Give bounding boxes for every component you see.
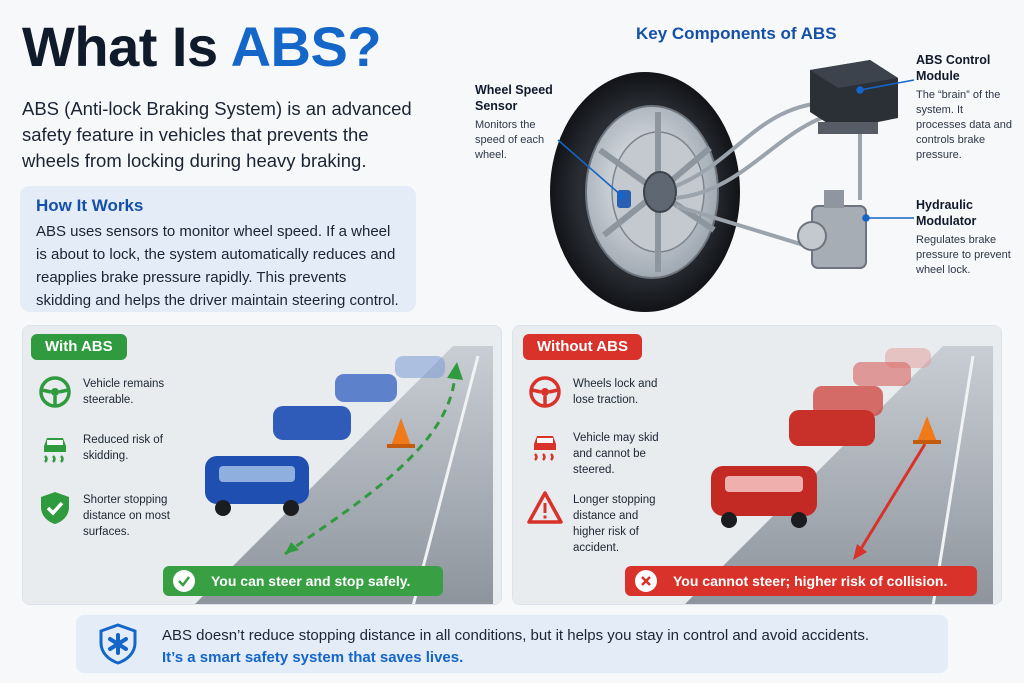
without-abs-result-text: You cannot steer; higher risk of collisi… — [673, 573, 948, 589]
shield-check-icon — [41, 492, 69, 524]
footer-line-1: ABS doesn’t reduce stopping distance in … — [162, 627, 870, 644]
without-abs-item-text: Wheels lock and lose traction. — [573, 378, 658, 406]
leader-lines — [557, 79, 915, 222]
with-abs-path-arrow — [284, 371, 457, 556]
control-module-label: ABS Control Module The “brain” of the sy… — [916, 52, 1016, 163]
how-it-works-box: How It Works ABS uses sensors to monitor… — [20, 186, 416, 312]
with-abs-result-text: You can steer and stop safely. — [211, 573, 411, 589]
footer-note: ABS doesn’t reduce stopping distance in … — [76, 615, 948, 673]
with-abs-cars — [205, 356, 445, 516]
cross-icon — [635, 570, 657, 592]
wheel-speed-sensor-name: Wheel Speed Sensor — [475, 83, 553, 113]
with-abs-panel: With ABS Vehicle remains steerable. Redu… — [22, 325, 502, 605]
car-skid-icon — [534, 436, 556, 461]
control-module-shape — [810, 60, 898, 134]
without-abs-label: Without ABS — [523, 334, 642, 360]
control-module-desc: The “brain” of the system. It processes … — [916, 89, 1013, 161]
wheel-speed-sensor-desc: Monitors the speed of each wheel. — [475, 119, 545, 161]
with-abs-result-banner: You can steer and stop safely. — [163, 566, 443, 596]
control-module-name: ABS Control Module — [916, 53, 991, 83]
hydraulic-modulator-desc: Regulates brake pressure to prevent whee… — [916, 234, 1011, 276]
without-abs-path-arrow — [857, 443, 927, 553]
without-abs-item-text: Longer stopping distance and higher risk… — [573, 494, 656, 554]
with-abs-item-text: Shorter stopping distance on most surfac… — [83, 494, 170, 538]
title-accent: ABS? — [230, 15, 382, 78]
without-abs-cars — [711, 348, 931, 528]
shield-star-icon — [99, 623, 137, 665]
car-skid-icon — [44, 438, 66, 463]
page-title: What Is ABS? — [22, 14, 382, 79]
without-abs-road-scene — [513, 326, 1001, 604]
how-it-works-title: How It Works — [36, 196, 144, 215]
footer-line-2: It’s a smart safety system that saves li… — [162, 649, 464, 666]
how-it-works-text: ABS uses sensors to monitor wheel speed.… — [36, 223, 399, 309]
abs-components-diagram — [550, 60, 915, 312]
traffic-cone — [391, 418, 411, 446]
hydraulic-modulator-shape — [797, 190, 867, 269]
with-abs-label: With ABS — [31, 334, 127, 360]
with-abs-road-scene — [23, 326, 501, 604]
warning-icon — [527, 491, 563, 524]
without-abs-panel: Without ABS Wheels lock and lose tractio… — [512, 325, 1002, 605]
hydraulic-modulator-label: Hydraulic Modulator Regulates brake pres… — [916, 197, 1016, 278]
check-icon — [173, 570, 195, 592]
with-abs-item-text: Reduced risk of skidding. — [83, 434, 163, 462]
hydraulic-modulator-name: Hydraulic Modulator — [916, 198, 977, 228]
components-title: Key Components of ABS — [636, 24, 837, 43]
steering-wheel-icon — [39, 376, 71, 408]
without-abs-item-text: Vehicle may skid and cannot be steered. — [573, 432, 659, 476]
without-abs-result-banner: You cannot steer; higher risk of collisi… — [625, 566, 977, 596]
traffic-cone — [917, 416, 937, 442]
steering-wheel-icon — [529, 376, 561, 408]
intro-text: ABS (Anti-lock Braking System) is an adv… — [22, 98, 412, 171]
title-text: What Is — [22, 15, 231, 78]
with-abs-item-text: Vehicle remains steerable. — [83, 378, 165, 406]
hub-shape — [643, 171, 677, 213]
wheel-speed-sensor-label: Wheel Speed Sensor Monitors the speed of… — [475, 82, 565, 163]
